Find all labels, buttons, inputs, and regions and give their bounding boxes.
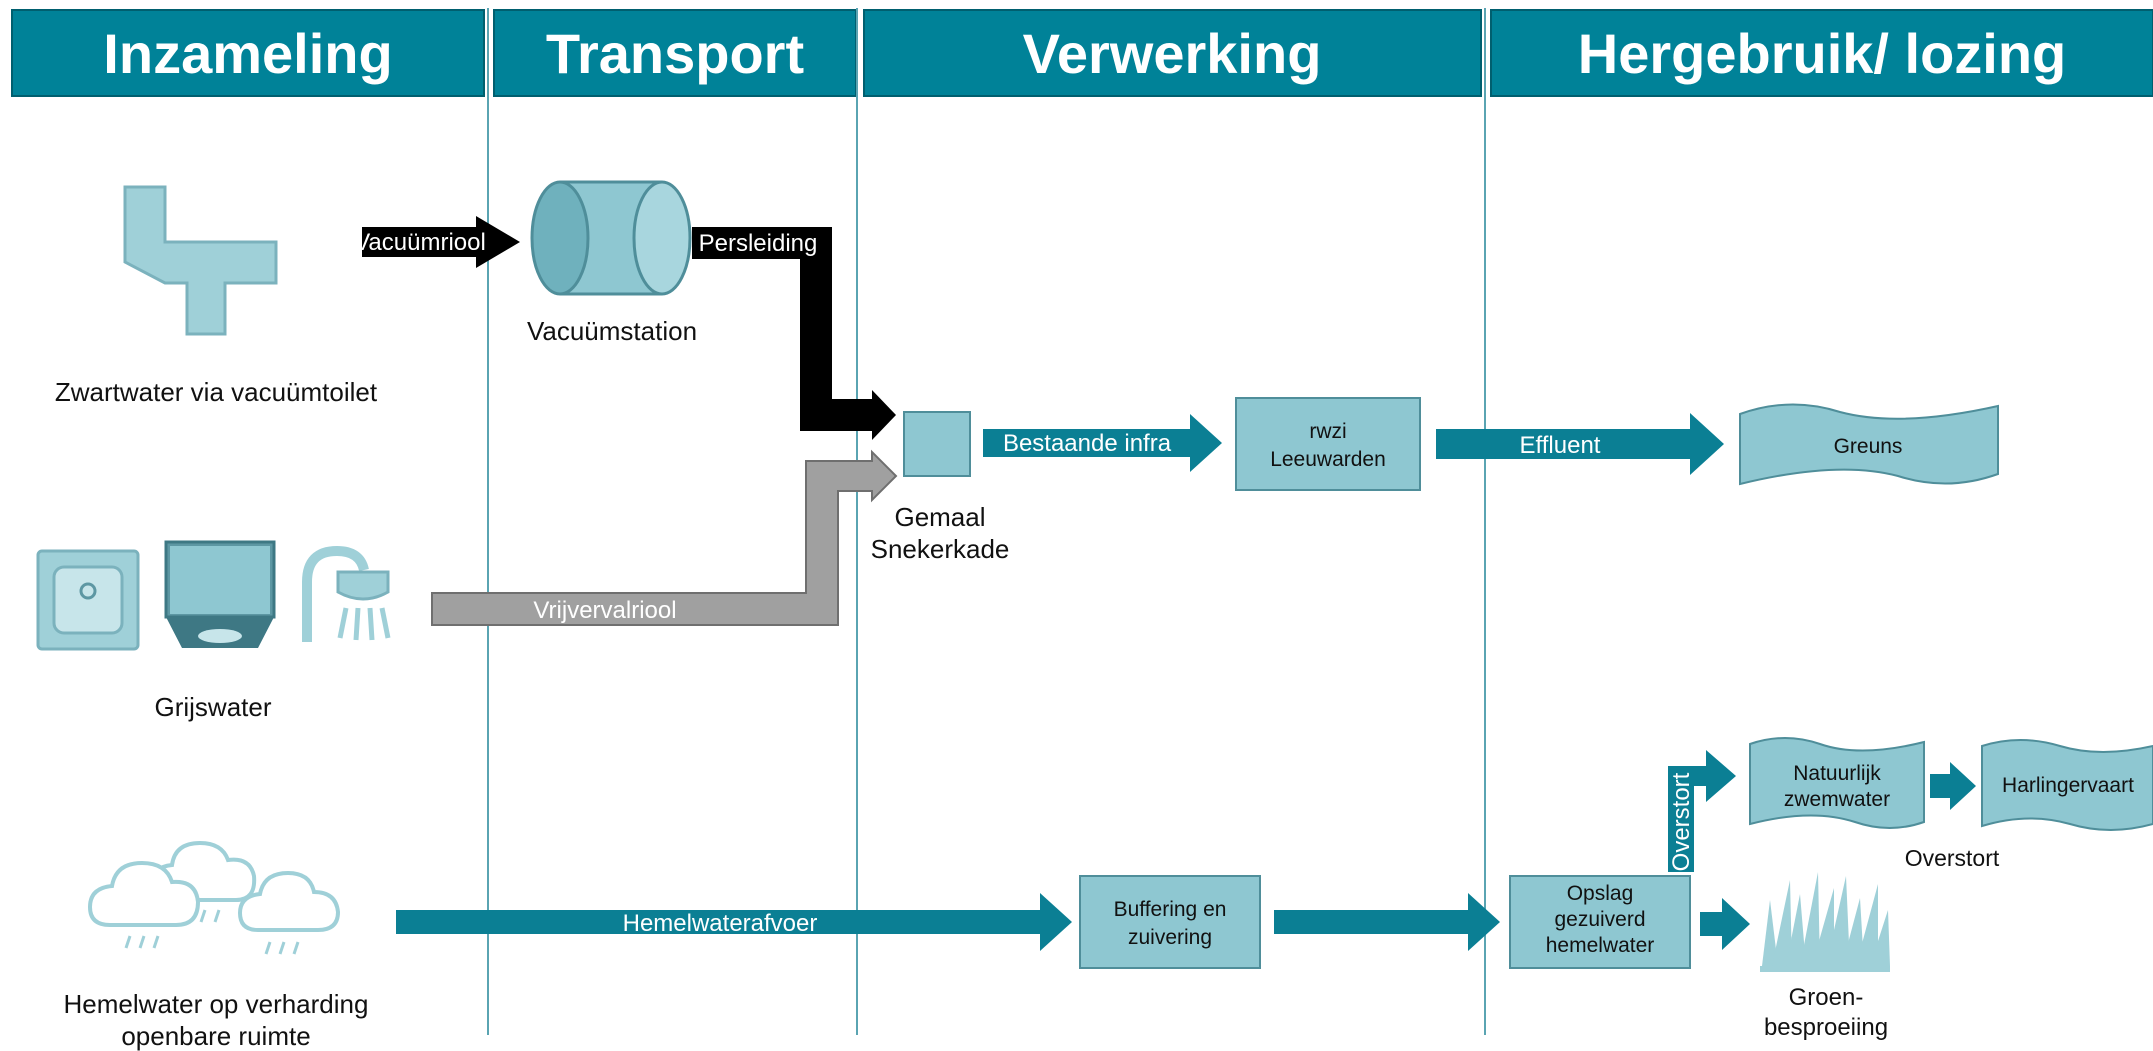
label-irrigation-line2: besproeiing — [1764, 1014, 1888, 1041]
arrow-label-pressure-main: Persleiding — [699, 230, 818, 257]
harlingervaart-water: Harlingervaart — [1981, 739, 2153, 831]
buffer-label-line2: zuivering — [1128, 926, 1212, 949]
pump-station-box — [903, 411, 971, 477]
sink-icon — [36, 549, 140, 651]
rain-cloud-icon — [87, 840, 341, 955]
arrow-label-stormwater-drain: Hemelwaterafvoer — [623, 910, 818, 937]
header-reuse: Hergebruik/ lozing — [1578, 22, 2067, 85]
arrow-storage-to-irrigation — [1700, 898, 1750, 950]
arrow-label-vacuum-sewer: Vacuümriool — [354, 229, 486, 256]
header-collection: Inzameling — [103, 22, 392, 85]
label-rainwater-line2: openbare ruimte — [121, 1021, 310, 1051]
label-pump-line1: Gemaal — [894, 502, 985, 532]
grass-icon — [1760, 872, 1890, 972]
label-pump-line2: Snekerkade — [871, 534, 1010, 564]
arrow-pressure-main: Persleiding — [692, 227, 896, 440]
arrow-label-overflow: Overstort — [1668, 772, 1695, 871]
swimming-water: Natuurlijk zwemwater — [1749, 737, 1925, 829]
harlingervaart-label: Harlingervaart — [2002, 774, 2134, 797]
arrow-label-effluent: Effluent — [1520, 432, 1601, 459]
column-headers: Inzameling Transport Verwerking Hergebru… — [11, 9, 2153, 97]
label-greywater: Grijswater — [154, 692, 271, 722]
arrow-overflow: Overstort — [1668, 750, 1736, 872]
greuns-label: Greuns — [1834, 435, 1903, 458]
label-irrigation-line1: Groen- — [1789, 984, 1864, 1011]
arrow-label-existing-infra: Bestaande infra — [1003, 430, 1172, 457]
arrow-effluent: Effluent — [1436, 413, 1724, 475]
arrow-existing-infra: Bestaande infra — [983, 414, 1222, 472]
label-rainwater-line1: Hemelwater op verharding — [64, 989, 369, 1019]
storage-label-line2: gezuiverd — [1554, 908, 1645, 931]
wwtp-label-line2: Leeuwarden — [1270, 448, 1386, 471]
header-processing: Verwerking — [1023, 22, 1322, 85]
buffer-label-line1: Buffering en — [1114, 898, 1227, 921]
wwtp-box — [1235, 397, 1421, 491]
arrow-buffer-to-storage — [1274, 893, 1500, 951]
arrow-gravity-sewer: Vrijvervalriool — [431, 449, 898, 626]
arrow-vacuum-sewer: Vacuümriool — [354, 216, 520, 268]
header-bar-reuse — [1490, 9, 2153, 97]
greuns-water: Greuns — [1739, 403, 1999, 486]
storage-label-line1: Opslag — [1567, 882, 1634, 905]
arrow-label-gravity-sewer: Vrijvervalriool — [533, 597, 676, 624]
column-dividers — [487, 8, 1486, 1035]
label-blackwater: Zwartwater via vacuümtoilet — [55, 377, 378, 407]
vacuum-station — [530, 180, 692, 296]
header-bar-collection — [11, 9, 485, 97]
wwtp-label-line1: rwzi — [1309, 420, 1346, 443]
header-transport: Transport — [546, 22, 804, 85]
header-bar-processing — [863, 9, 1482, 97]
label-vacuum-station: Vacuümstation — [527, 316, 697, 346]
swim-label-line2: zwemwater — [1784, 788, 1890, 811]
toilet-icon — [123, 185, 278, 336]
swim-label-line1: Natuurlijk — [1793, 762, 1881, 785]
arrow-swim-to-harlingervaart — [1930, 762, 1976, 810]
arrow-stormwater-drain: Hemelwaterafvoer — [396, 893, 1072, 951]
header-bar-transport — [493, 9, 857, 97]
buffer-box — [1079, 875, 1261, 969]
overflow-caption: Overstort — [1905, 845, 2000, 871]
storage-label-line3: hemelwater — [1546, 934, 1655, 957]
dishwasher-icon — [164, 540, 276, 648]
storage-box — [1509, 875, 1691, 969]
shower-icon — [302, 545, 391, 642]
